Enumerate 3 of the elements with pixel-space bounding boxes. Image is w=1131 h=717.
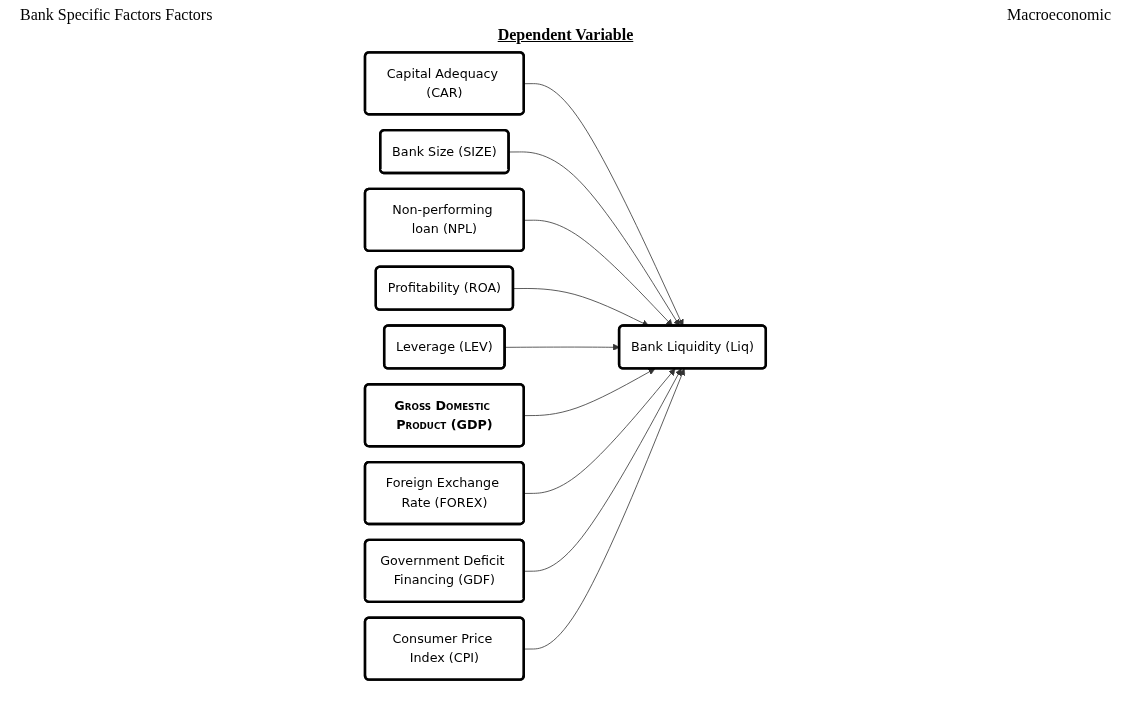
group-heading: Macroeconomic (1007, 6, 1111, 24)
group-heading: Dependent Variable (497, 26, 634, 43)
group-heading: Bank Specific Factors Factors (20, 6, 213, 24)
